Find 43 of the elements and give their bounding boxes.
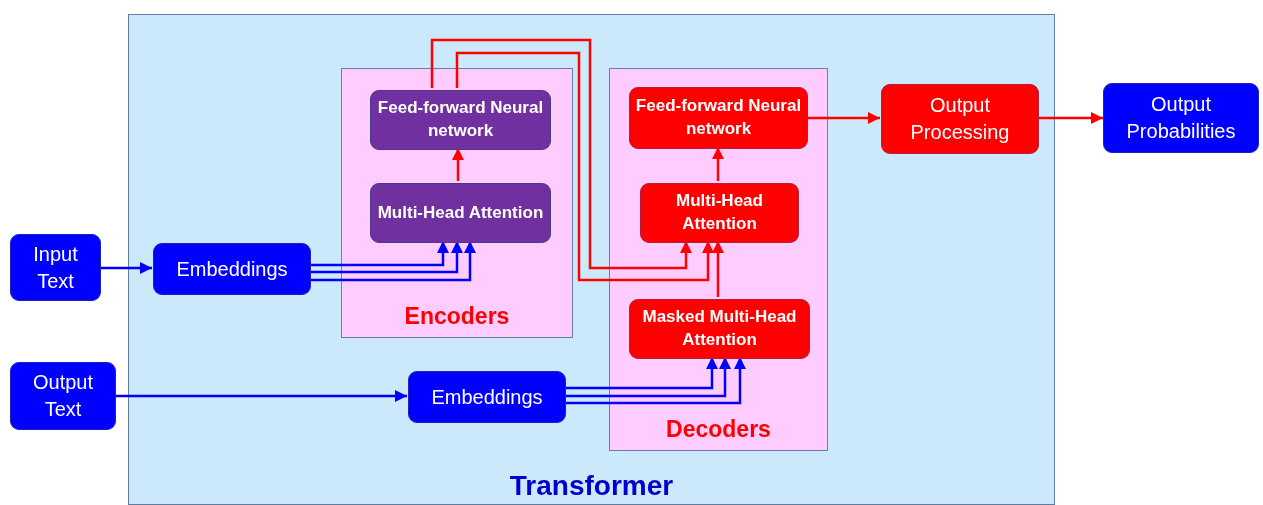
box-label: Input Text [32,241,79,294]
process-box [370,90,551,150]
box-label: Feed-forward Neural network [634,95,803,140]
process-box [153,243,311,295]
arrow [565,357,746,405]
group-panel [609,68,828,451]
process-box [640,183,799,243]
arrow [452,148,464,181]
box-label: Feed-forward Neural network [376,97,545,142]
arrow [116,390,407,402]
arrow [712,241,724,297]
arrow [430,38,692,270]
process-box [1103,83,1259,153]
panel-title: Decoders [665,416,772,442]
arrow [455,51,714,282]
panel-title: Encoders [403,303,511,329]
process-box [370,183,551,243]
arrow [1038,112,1103,124]
process-box [629,299,810,359]
box-label: Output Processing [909,93,1011,145]
box-label: Output Text [31,370,94,422]
group-panel [341,68,573,338]
process-box [10,234,101,301]
transformer-panel [128,14,1055,505]
box-label: Masked Multi-Head Attention [641,306,798,351]
process-box [408,371,566,423]
box-label: Embeddings [431,384,543,410]
process-box [629,87,808,149]
arrow [310,241,476,282]
arrow [712,147,724,181]
box-label: Output Probabilities [1125,92,1237,144]
panel-title: Transformer [508,471,675,502]
process-box [881,84,1039,154]
arrow [101,262,152,274]
process-box [10,362,116,430]
box-label: Embeddings [176,256,288,282]
arrow [565,357,718,390]
box-label: Multi-Head Attention [675,190,764,235]
box-label: Multi-Head Attention [377,201,544,224]
arrow [310,241,449,267]
arrow [565,357,731,398]
arrow [310,241,463,274]
arrow [806,112,880,124]
